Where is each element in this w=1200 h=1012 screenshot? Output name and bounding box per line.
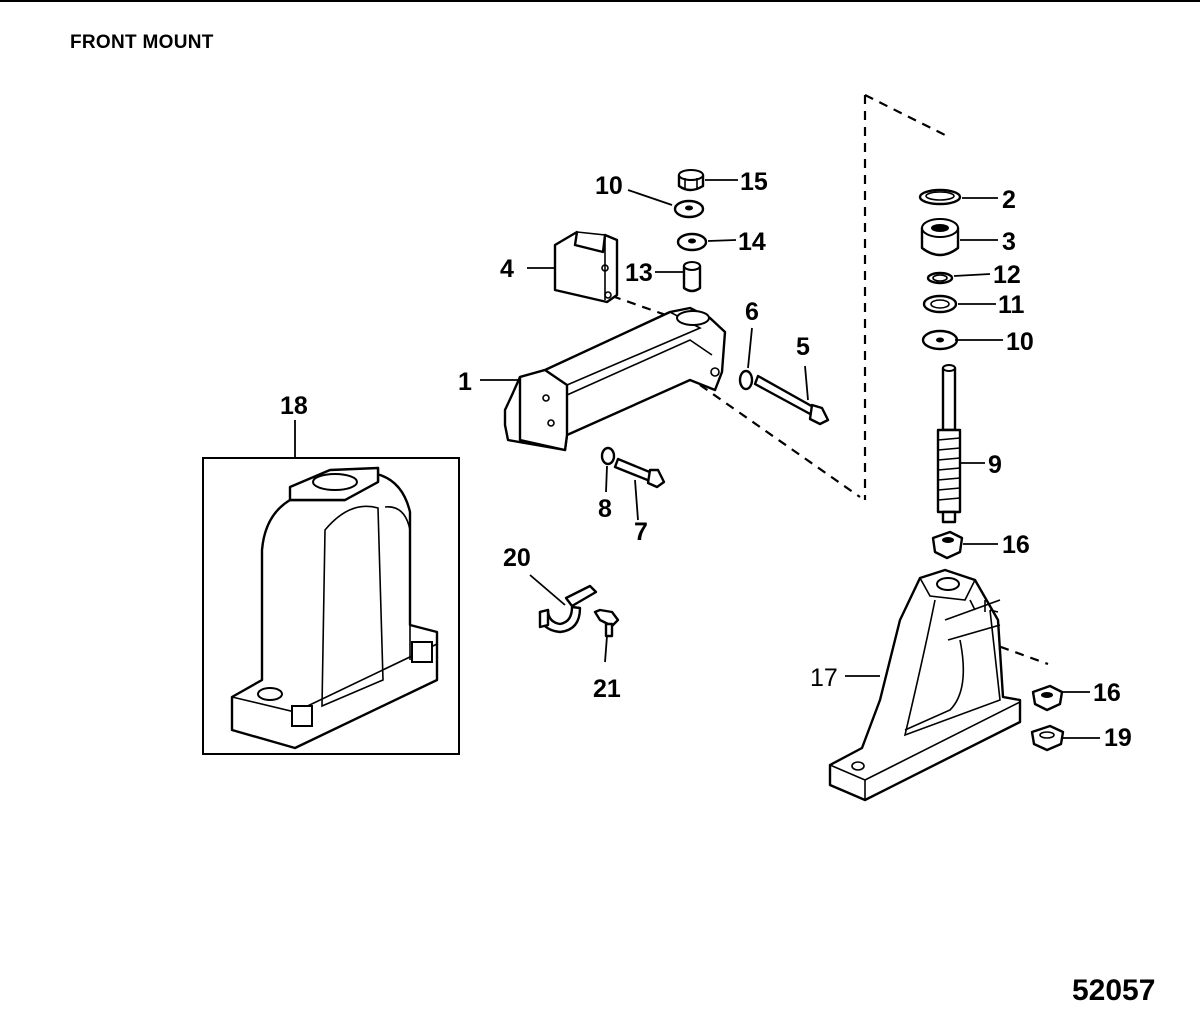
callout-8: 8 <box>598 495 612 523</box>
part-13-sleeve <box>682 261 702 293</box>
callout-12: 12 <box>993 261 1021 289</box>
part-2-ring <box>918 188 962 206</box>
part-1-mount-arm <box>503 306 727 452</box>
part-17-support <box>828 568 1022 802</box>
callout-19: 19 <box>1104 724 1132 752</box>
callout-20: 20 <box>503 544 531 572</box>
part-4-bracket <box>553 230 619 304</box>
part-18-mount-inset <box>202 420 460 755</box>
callout-5: 5 <box>796 333 810 361</box>
callout-21: 21 <box>593 675 621 703</box>
callout-11: 11 <box>998 291 1025 319</box>
callout-13: 13 <box>625 259 653 287</box>
part-10-washer-lower <box>921 329 959 351</box>
part-10-washer-upper <box>673 199 705 219</box>
part-7-bolt <box>613 457 666 489</box>
part-11-washer <box>922 294 958 314</box>
callout-18: 18 <box>280 392 308 420</box>
callout-16-upper: 16 <box>1002 531 1030 559</box>
callout-3: 3 <box>1002 228 1016 256</box>
callout-1: 1 <box>458 368 472 396</box>
part-21-bolt <box>593 608 620 638</box>
callout-7: 7 <box>634 518 648 546</box>
part-8-washer <box>600 446 616 466</box>
part-9-stud <box>936 364 962 524</box>
part-19-nut <box>1030 724 1065 752</box>
callout-10-lower: 10 <box>1006 328 1034 356</box>
part-3-bushing <box>920 218 960 257</box>
callout-16-lower: 16 <box>1093 679 1121 707</box>
part-16-nut-lower <box>1031 684 1064 712</box>
callout-9: 9 <box>988 451 1002 479</box>
callout-6: 6 <box>745 298 759 326</box>
diagram-title: FRONT MOUNT <box>70 32 214 53</box>
callout-labels: 1 2 3 4 5 6 7 8 9 10 10 11 12 13 14 15 1… <box>280 168 1132 752</box>
part-16-nut-upper <box>931 530 964 560</box>
leader-lines <box>480 179 1100 739</box>
figure-number: 52057 <box>1072 974 1156 1007</box>
part-14-washer <box>676 232 708 252</box>
callout-14: 14 <box>738 228 766 256</box>
callout-15: 15 <box>740 168 768 196</box>
callout-4: 4 <box>500 255 514 283</box>
callout-10-upper: 10 <box>595 172 623 200</box>
part-6-washer <box>738 369 754 391</box>
part-15-nut <box>677 169 705 192</box>
part-12-washer <box>926 271 954 285</box>
callout-17: 17 <box>810 664 838 692</box>
part-20-clamp <box>538 584 598 634</box>
part-5-bolt <box>753 374 830 426</box>
callout-2: 2 <box>1002 186 1016 214</box>
